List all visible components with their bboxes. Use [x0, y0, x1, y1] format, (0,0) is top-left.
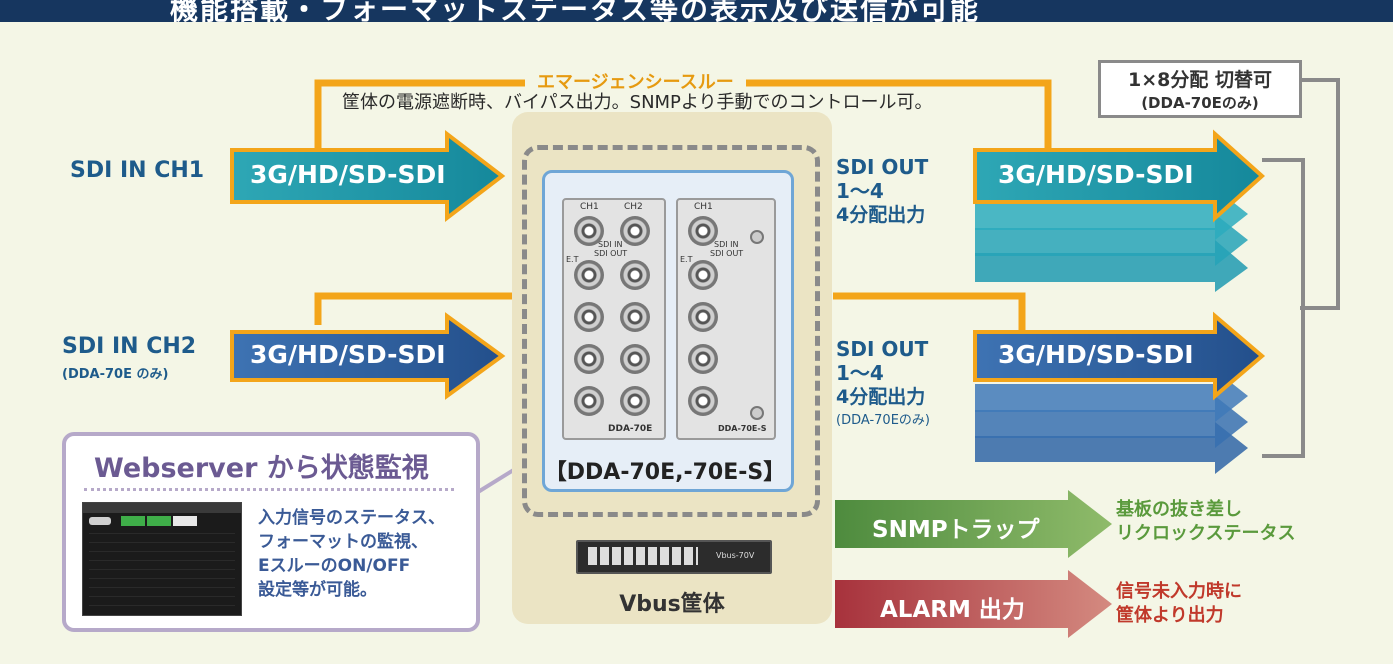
- output1-range: 1〜4: [836, 179, 884, 203]
- input-ch2-label: SDI IN CH2: [62, 334, 197, 359]
- card1-ch2: CH2: [624, 202, 643, 212]
- input-ch2-signal: 3G/HD/SD-SDI: [250, 340, 446, 369]
- card-dda70e: CH1 CH2 SDI IN SDI OUT E.T DDA-70E: [562, 198, 666, 440]
- card1-et: E.T: [566, 255, 579, 264]
- split-note: (DDA-70Eのみ): [1141, 94, 1259, 112]
- bnc-icon: [688, 386, 718, 416]
- emergency-line-bottom-right: [833, 292, 1026, 340]
- alarm-description: 信号未入力時に 筐体より出力: [1116, 580, 1242, 628]
- bnc-icon: [620, 386, 650, 416]
- split-bracket-top: [1298, 78, 1340, 310]
- chassis-brand: Vbus-70V: [716, 551, 755, 560]
- input-arrow-ch2: [230, 312, 506, 400]
- webserver-text-line: EスルーのON/OFF: [258, 556, 411, 576]
- device-model-label: 【DDA-70E,-70E-S】: [544, 460, 786, 485]
- emergency-label-wrap: エマージェンシースルー: [525, 68, 746, 94]
- card2-sdi-out: SDI OUT: [710, 249, 744, 258]
- bnc-icon: [574, 302, 604, 332]
- output2-label: SDI OUT: [836, 337, 929, 361]
- output1-signal: 3G/HD/SD-SDI: [998, 160, 1194, 189]
- screenshot-button: [89, 517, 111, 525]
- snmp-desc-line: 基板の抜き差し: [1116, 499, 1242, 520]
- input-arrow-ch1: [230, 129, 506, 223]
- alarm-desc-line: 信号未入力時に: [1116, 581, 1242, 602]
- output-stack-1: [973, 129, 1266, 292]
- snmp-label: SNMPトラップ: [872, 517, 1040, 543]
- output2-signal: 3G/HD/SD-SDI: [998, 340, 1194, 369]
- output2-range: 1〜4: [836, 361, 884, 385]
- webserver-text-line: フォーマットの監視、: [258, 532, 428, 552]
- input-ch2-note: (DDA-70E のみ): [62, 367, 169, 382]
- alarm-label: ALARM 出力: [880, 597, 1025, 623]
- snmp-arrow: [835, 490, 1112, 558]
- screenshot-rows: [89, 533, 235, 609]
- snmp-description: 基板の抜き差し リクロックステータス: [1116, 498, 1295, 546]
- bnc-icon: [574, 344, 604, 374]
- header-bar: 機能搭載・フォーマットステータス等の表示及び送信が可能: [0, 0, 1393, 22]
- input-ch1-signal: 3G/HD/SD-SDI: [250, 160, 446, 189]
- screenshot-green-tab: [147, 516, 171, 526]
- bnc-icon: [688, 216, 718, 246]
- screenshot-white-tab: [173, 516, 197, 526]
- webserver-text: 入力信号のステータス、 フォーマットの監視、 EスルーのON/OFF 設定等が可…: [258, 506, 445, 602]
- alarm-desc-line: 筐体より出力: [1116, 605, 1224, 626]
- output1-label: SDI OUT: [836, 155, 929, 179]
- bnc-icon: [620, 344, 650, 374]
- split-bracket-lower: [1262, 308, 1305, 458]
- webserver-divider: [84, 488, 454, 491]
- webserver-screenshot: [82, 502, 242, 616]
- chassis-label: Vbus筐体: [619, 592, 725, 617]
- header-title: 機能搭載・フォーマットステータス等の表示及び送信が可能: [170, 0, 981, 22]
- bnc-icon: [574, 216, 604, 246]
- bnc-icon: [620, 260, 650, 290]
- screenshot-topbar: [83, 503, 241, 513]
- card2-sdi-in: SDI IN: [714, 240, 739, 249]
- bnc-icon: [688, 302, 718, 332]
- emergency-line-bottom: [314, 292, 525, 325]
- bnc-icon: [574, 386, 604, 416]
- card1-sdi-in: SDI IN: [598, 240, 623, 249]
- webserver-text-line: 入力信号のステータス、: [258, 508, 445, 528]
- webserver-box: Webserver から状態監視 入力信号のステータス、 フォーマットの監視、 …: [62, 432, 480, 632]
- output1-desc: 4分配出力: [836, 204, 926, 226]
- input-ch1-label: SDI IN CH1: [70, 158, 205, 183]
- split-box: 1×8分配 切替可 (DDA-70Eのみ): [1098, 60, 1302, 118]
- bnc-icon: [688, 260, 718, 290]
- split-bracket-upper: [1262, 158, 1305, 308]
- card1-ch1: CH1: [580, 202, 599, 212]
- chassis-image: Vbus-70V: [576, 540, 772, 574]
- bnc-icon: [688, 344, 718, 374]
- bnc-icon: [620, 216, 650, 246]
- output2-text: SDI OUT 1〜4 4分配出力 (DDA-70Eのみ): [836, 337, 930, 433]
- webserver-text-line: 設定等が可能。: [258, 580, 377, 600]
- bnc-icon: [574, 260, 604, 290]
- emergency-description: 筐体の電源遮断時、バイパス出力。SNMPより手動でのコントロール可。: [342, 92, 933, 113]
- output1-text: SDI OUT 1〜4 4分配出力: [836, 155, 928, 227]
- device-dashed-frame: [522, 145, 820, 517]
- card-dda70e-s: CH1 SDI IN SDI OUT E.T DDA-70E-S: [676, 198, 776, 440]
- screenshot-green-tab: [121, 516, 145, 526]
- screw-icon: [750, 406, 764, 420]
- output-stack-2: [973, 311, 1266, 474]
- output2-desc: 4分配出力: [836, 386, 926, 408]
- emergency-label: エマージェンシースルー: [537, 72, 734, 93]
- screw-icon: [750, 230, 764, 244]
- chassis-slots: [588, 547, 698, 565]
- split-title: 1×8分配 切替可: [1128, 69, 1272, 91]
- card1-tag: DDA-70E: [608, 424, 653, 434]
- card2-ch1: CH1: [694, 202, 713, 212]
- output2-note: (DDA-70Eのみ): [836, 413, 930, 428]
- card2-et: E.T: [680, 255, 693, 264]
- card2-tag: DDA-70E-S: [718, 424, 767, 433]
- webserver-title: Webserver から状態監視: [94, 453, 429, 484]
- alarm-arrow: [835, 570, 1112, 638]
- bnc-icon: [620, 302, 650, 332]
- snmp-desc-line: リクロックステータス: [1116, 523, 1296, 544]
- card1-sdi-out: SDI OUT: [594, 249, 628, 258]
